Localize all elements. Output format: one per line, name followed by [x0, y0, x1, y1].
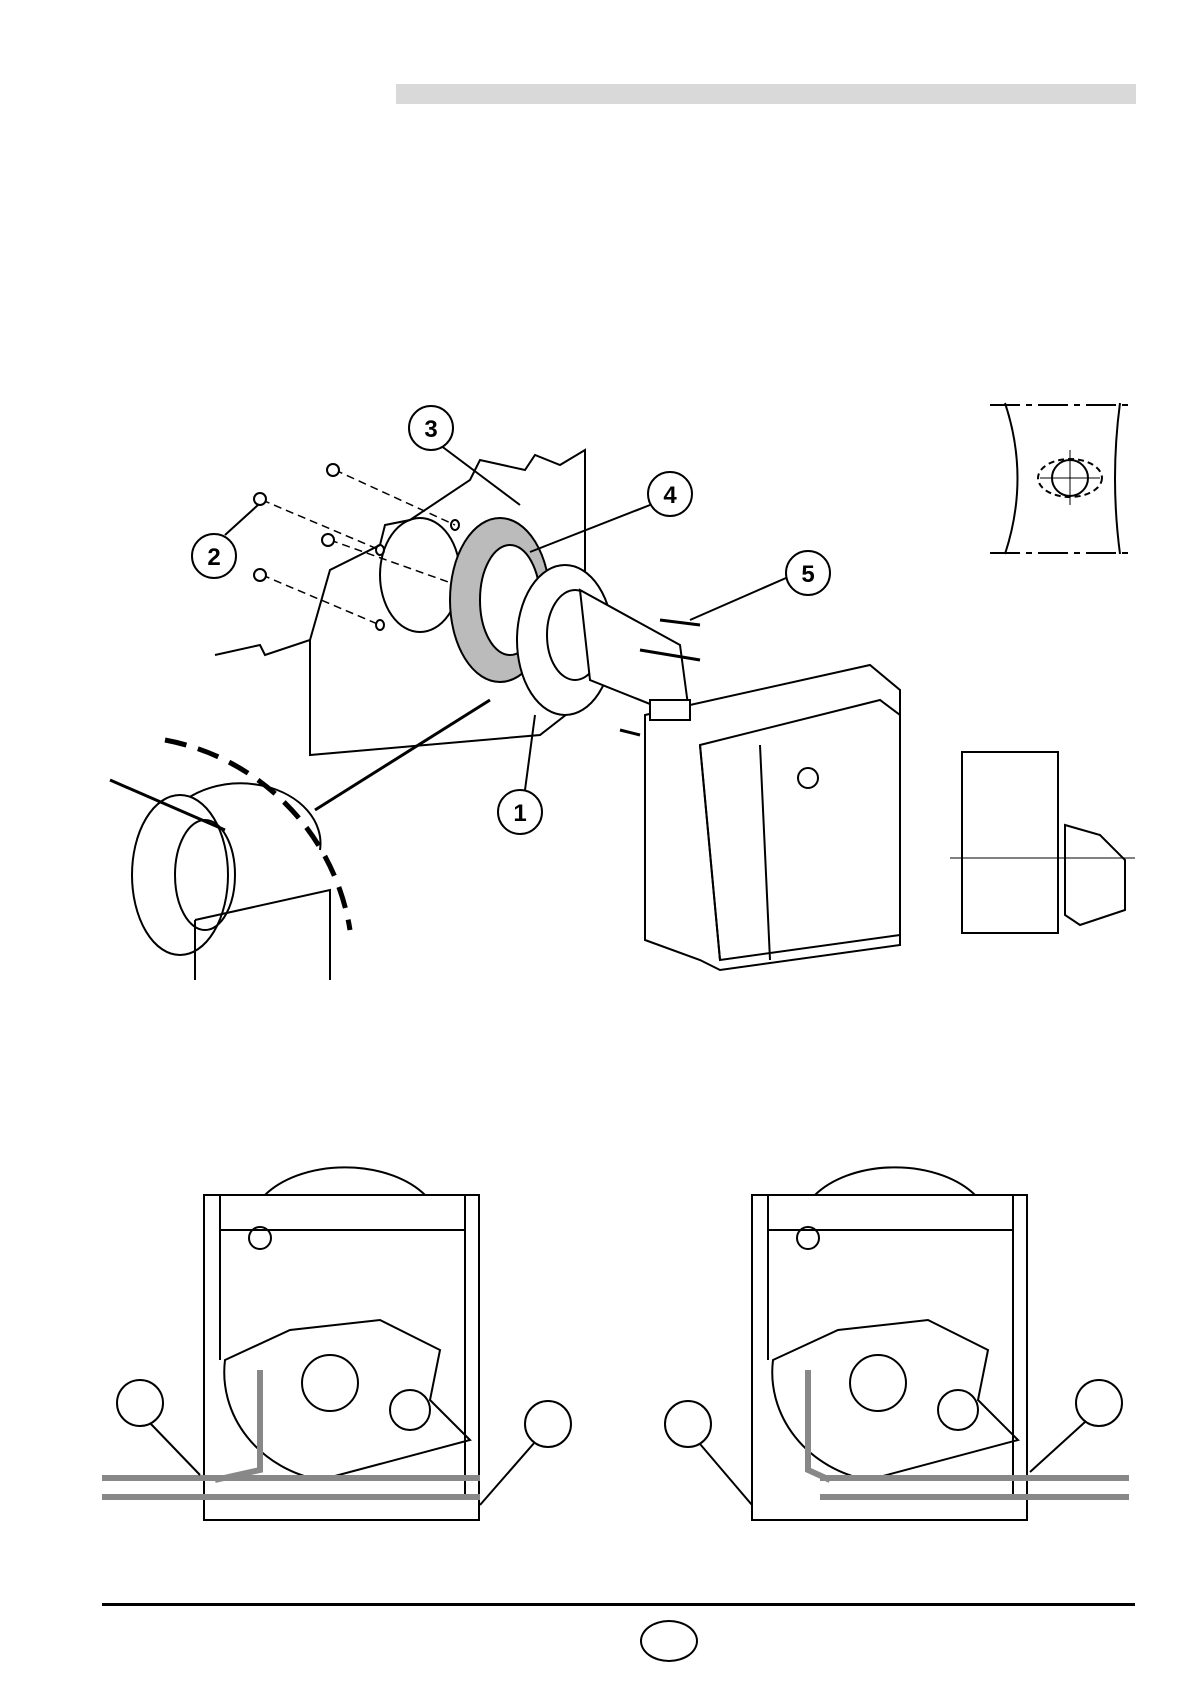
callout-bottom-left-b	[479, 1400, 572, 1506]
callout-bottom-left-a	[116, 1379, 201, 1476]
svg-text:1: 1	[513, 800, 526, 827]
flange-detail	[109, 698, 491, 980]
callout-3: 3	[408, 405, 521, 506]
burner-front-view-right	[751, 1166, 1129, 1521]
inset-side-view	[950, 751, 1135, 934]
svg-text:3: 3	[424, 416, 437, 443]
burner-flange	[516, 564, 701, 737]
footer-divider	[102, 1603, 1135, 1606]
burner-body	[644, 663, 901, 972]
svg-text:4: 4	[663, 482, 677, 509]
callout-5: 5	[689, 550, 831, 621]
callout-1: 1	[497, 714, 543, 835]
callout-bottom-right-b	[1029, 1379, 1123, 1473]
burner-front-view-left	[102, 1166, 480, 1521]
callout-bottom-right-a	[664, 1400, 753, 1506]
callout-4: 4	[529, 471, 693, 553]
svg-text:5: 5	[801, 561, 814, 588]
page-number	[640, 1620, 698, 1662]
inset-hole-detail	[990, 402, 1130, 555]
section-header-bar	[396, 84, 1136, 104]
svg-text:2: 2	[207, 544, 220, 571]
callout-2: 2	[191, 504, 259, 579]
